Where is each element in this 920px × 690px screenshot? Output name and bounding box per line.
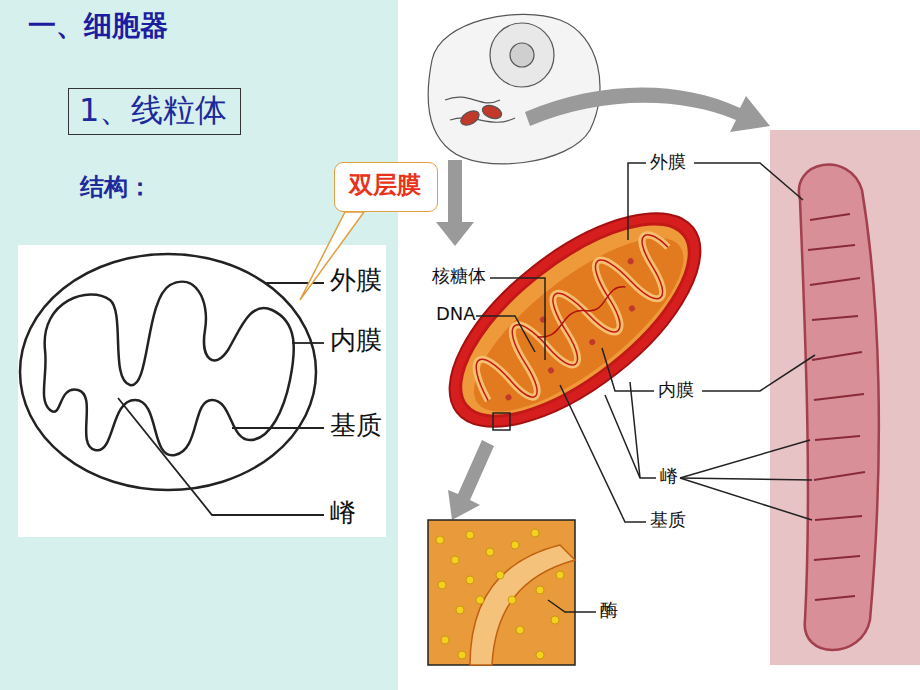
part-label: 基质	[650, 510, 686, 531]
electron-micrograph	[770, 130, 920, 665]
zoom-frame	[493, 413, 510, 430]
part-label: 外膜	[650, 152, 686, 173]
leader-lines-left	[118, 283, 324, 515]
outer-membrane	[20, 254, 316, 490]
part-label: 内膜	[658, 380, 694, 401]
mitochondrion-3d	[415, 174, 735, 466]
part-label: 酶	[600, 600, 618, 621]
schematic-panel	[18, 245, 386, 537]
inner-membrane	[44, 282, 294, 456]
structure-heading: 结构：	[80, 174, 152, 202]
enzyme-inset	[428, 520, 575, 665]
leader-lines-right	[476, 163, 815, 612]
slide-title: 一、细胞器	[28, 10, 168, 42]
section-box: 1、线粒体	[68, 88, 241, 135]
callout-box: 双层膜	[334, 162, 438, 212]
part-label: 嵴	[660, 466, 678, 487]
part-label: 外膜	[330, 266, 382, 296]
part-label: 基质	[330, 411, 382, 441]
pointer-arrows	[436, 87, 770, 520]
part-label: 内膜	[330, 326, 382, 356]
part-label: 核糖体	[432, 266, 486, 287]
node-text: 1、线粒体	[79, 92, 230, 129]
cell-sketch	[428, 14, 600, 164]
node-text: 双层膜	[349, 172, 423, 200]
part-label: DNA	[436, 304, 476, 325]
part-label: 嵴	[330, 498, 356, 528]
